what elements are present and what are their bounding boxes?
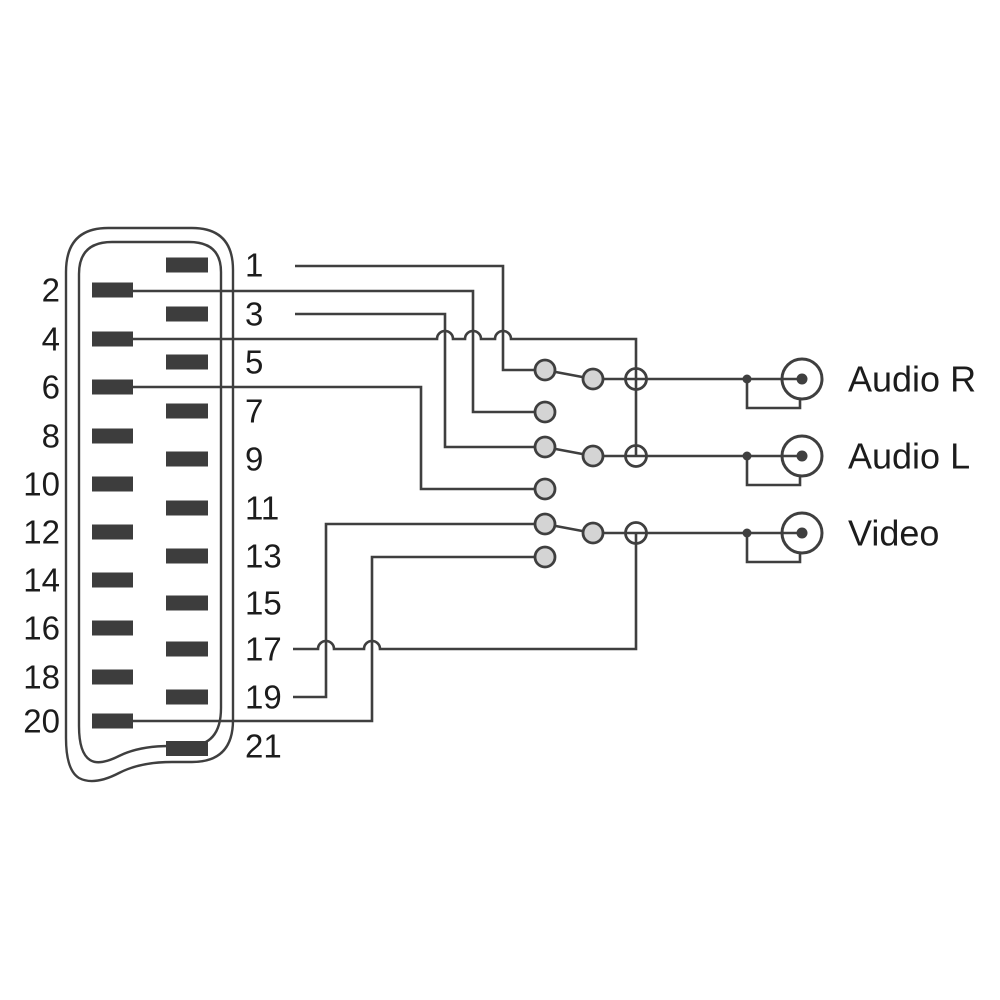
pin-label-8: 8 xyxy=(42,418,60,455)
pin-label-6: 6 xyxy=(42,369,60,406)
pin-label-13: 13 xyxy=(245,538,282,575)
audio-r-alt-contact xyxy=(533,400,557,424)
pin-label-3: 3 xyxy=(245,296,263,333)
scart-connector-outline-outer xyxy=(64,226,235,783)
video-junction-dot xyxy=(742,528,752,538)
pin-label-20: 20 xyxy=(23,703,60,740)
pin-3 xyxy=(166,306,208,322)
audio-l-contact xyxy=(533,435,557,459)
pin-10 xyxy=(92,476,133,492)
pin-11 xyxy=(166,500,208,516)
rca-audio-r-center-pin xyxy=(796,373,808,385)
output-labels: Audio R Audio L Video xyxy=(848,359,976,554)
pin-label-10: 10 xyxy=(23,466,60,503)
rca-audio-l-center-pin xyxy=(796,450,808,462)
pin-21 xyxy=(166,741,208,756)
output-label-audio-l: Audio L xyxy=(848,436,970,477)
pin-label-12: 12 xyxy=(23,514,60,551)
pin-label-4: 4 xyxy=(42,321,60,358)
pin-label-17: 17 xyxy=(245,631,282,668)
pin-1 xyxy=(166,257,208,273)
video-alt-contact xyxy=(533,545,557,569)
wire-pin4-audio-ground xyxy=(133,329,638,456)
pin-12 xyxy=(92,524,133,540)
pin-9 xyxy=(166,451,208,467)
pin-label-19: 19 xyxy=(245,679,282,716)
pin-label-9: 9 xyxy=(245,441,263,478)
audio-r-contact xyxy=(533,358,557,382)
wire-pin6-audio-l-alt xyxy=(133,385,545,491)
scart-pins-even xyxy=(92,282,133,729)
pin-labels-odd: 1 3 5 7 9 11 13 15 17 19 21 xyxy=(245,247,282,765)
wire-pin3-audio-l xyxy=(295,312,545,449)
pin-7 xyxy=(166,403,208,419)
audio-l-junction-dot xyxy=(742,451,752,461)
pin-label-16: 16 xyxy=(23,610,60,647)
rca-audio-r-ground-bracket xyxy=(745,379,802,410)
pin-label-21: 21 xyxy=(245,728,282,765)
wire-pin19-video xyxy=(293,522,545,699)
rca-video-center-pin xyxy=(796,527,808,539)
pin-16 xyxy=(92,620,133,636)
scart-pins-odd xyxy=(166,257,208,756)
pin-17 xyxy=(166,641,208,657)
pin-13 xyxy=(166,548,208,564)
wire-pin20-video-alt xyxy=(133,555,545,723)
pin-label-1: 1 xyxy=(245,247,263,284)
audio-l-alt-contact xyxy=(533,477,557,501)
audio-r-lever-contact xyxy=(581,367,605,391)
video-lever-contact xyxy=(581,521,605,545)
pin-15 xyxy=(166,595,208,611)
pin-19 xyxy=(166,689,208,705)
pin-label-2: 2 xyxy=(42,272,60,309)
rca-video-ground-bracket xyxy=(745,533,802,564)
pin-5 xyxy=(166,354,208,370)
pin-label-7: 7 xyxy=(245,393,263,430)
wire-pin17-video-ground xyxy=(293,533,638,651)
pin-8 xyxy=(92,428,133,444)
pin-2 xyxy=(92,282,133,298)
wire-pin2-audio-r-alt xyxy=(133,289,545,414)
rca-audio-l-ground-bracket xyxy=(745,456,802,487)
switch-contacts xyxy=(533,358,605,569)
pin-label-11: 11 xyxy=(245,490,279,527)
switches-and-output-lines xyxy=(544,368,802,564)
audio-r-junction-dot xyxy=(742,374,752,384)
junctions xyxy=(742,373,808,539)
wire-pin1-audio-r xyxy=(295,264,545,372)
pin-20 xyxy=(92,713,133,729)
pin-label-14: 14 xyxy=(23,562,60,599)
pin-label-15: 15 xyxy=(245,585,282,622)
pin-labels-even: 2 4 6 8 10 12 14 16 18 20 xyxy=(23,272,60,740)
pin-label-18: 18 xyxy=(23,659,60,696)
pin-18 xyxy=(92,669,133,685)
pin-4 xyxy=(92,331,133,347)
output-label-video: Video xyxy=(848,513,939,554)
video-contact xyxy=(533,512,557,536)
pin-6 xyxy=(92,379,133,395)
pin-14 xyxy=(92,572,133,588)
output-label-audio-r: Audio R xyxy=(848,359,976,400)
wires xyxy=(133,264,638,723)
pin-label-5: 5 xyxy=(245,344,263,381)
audio-l-lever-contact xyxy=(581,444,605,468)
